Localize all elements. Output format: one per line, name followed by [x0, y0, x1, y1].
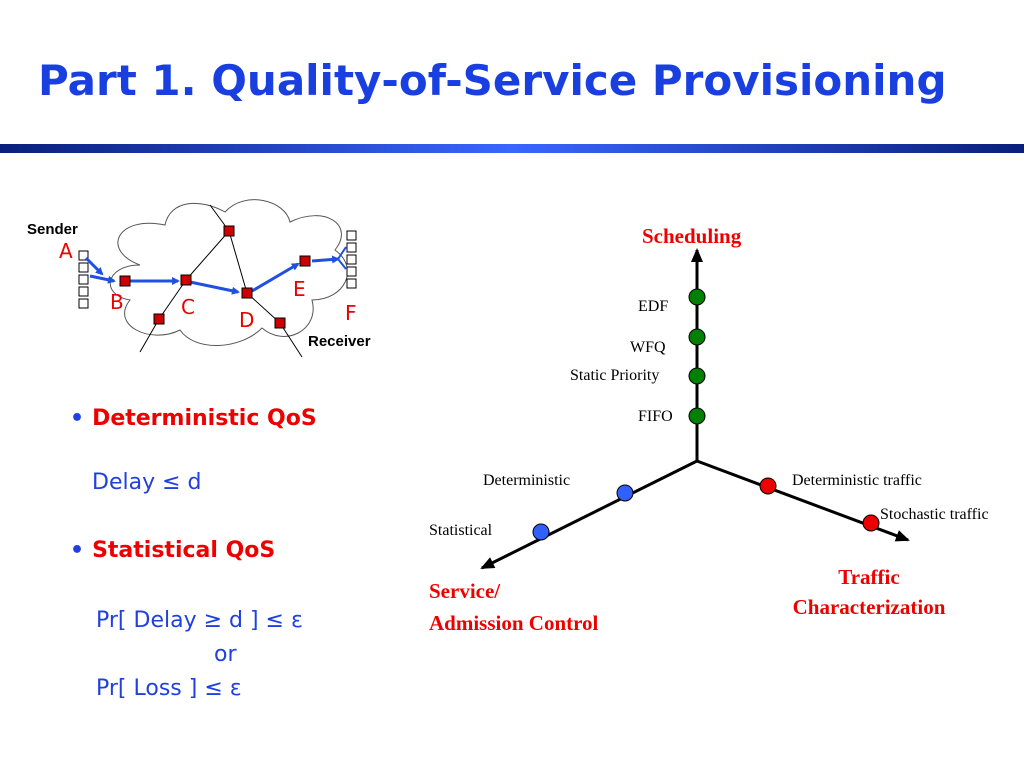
node-label-d: D [239, 308, 254, 332]
node-label-f: F [345, 301, 357, 325]
admission-point-deterministic [616, 484, 634, 502]
traffic-label-stochastic: Stochastic traffic [880, 506, 989, 523]
admission-label-statistical: Statistical [429, 522, 493, 539]
access-line [279, 322, 303, 358]
scheduling-point-wfq [688, 328, 706, 346]
router-b [119, 275, 131, 287]
traffic-point-deterministic [759, 477, 777, 495]
statistical-expression-loss: Pr[ Loss ] ≤ ε [96, 676, 242, 701]
network-cloud [109, 199, 348, 346]
scheduling-label-fifo: FIFO [638, 408, 673, 425]
traffic-title-line1: Traffic [838, 565, 899, 589]
routers [119, 225, 311, 329]
qos-axes-diagram: Scheduling EDF WFQ Static Priority FIFO … [429, 224, 989, 635]
router-d [241, 287, 253, 299]
traffic-title-line2: Characterization [793, 595, 946, 619]
deterministic-qos-heading: Deterministic QoS [92, 406, 317, 431]
sender-label: Sender [27, 221, 78, 238]
node-label-a: A [59, 239, 73, 263]
receiver-hosts [346, 230, 357, 289]
internal-link [185, 230, 230, 281]
sender-hosts [78, 250, 89, 309]
admission-title-line2: Admission Control [429, 611, 599, 635]
node-label-b: B [110, 290, 124, 314]
title-divider [0, 144, 1024, 153]
traffic-point-stochastic [862, 514, 880, 532]
admission-axis [480, 459, 698, 570]
scheduling-label-edf: EDF [638, 298, 668, 315]
network-illustration: Sender Receiver A B C D E F [27, 199, 371, 358]
bullet-marker: • [70, 538, 85, 563]
scheduling-label-wfq: WFQ [630, 339, 666, 356]
scheduling-point-fifo [688, 407, 706, 425]
scheduling-title: Scheduling [642, 224, 742, 248]
router-e [299, 255, 311, 267]
internal-link [228, 230, 248, 294]
admission-point-statistical [532, 523, 550, 541]
statistical-connector-or: or [214, 642, 237, 667]
page-title: Part 1. Quality-of-Service Provisioning [38, 56, 947, 105]
admission-label-deterministic: Deterministic [483, 472, 570, 489]
receiver-label: Receiver [308, 333, 371, 350]
internal-link [158, 279, 187, 320]
data-path [84, 246, 347, 295]
router-c [180, 274, 192, 286]
deterministic-expression: Delay ≤ d [92, 470, 202, 495]
bullet-statistical: • Statistical QoS [70, 538, 275, 563]
scheduling-point-static-priority [688, 367, 706, 385]
bullet-deterministic: • Deterministic QoS [70, 406, 317, 431]
statistical-qos-heading: Statistical QoS [92, 538, 276, 563]
traffic-label-deterministic: Deterministic traffic [792, 472, 922, 489]
router-lower-right [274, 317, 286, 329]
statistical-expression-delay: Pr[ Delay ≥ d ] ≤ ε [96, 608, 303, 633]
scheduling-point-edf [688, 288, 706, 306]
bullet-marker: • [70, 406, 85, 431]
node-label-e: E [293, 277, 306, 301]
scheduling-label-static-priority: Static Priority [570, 367, 659, 384]
node-label-c: C [181, 295, 195, 319]
router-top [223, 225, 235, 237]
router-lower-left [153, 313, 165, 325]
admission-title-line1: Service/ [429, 579, 501, 603]
